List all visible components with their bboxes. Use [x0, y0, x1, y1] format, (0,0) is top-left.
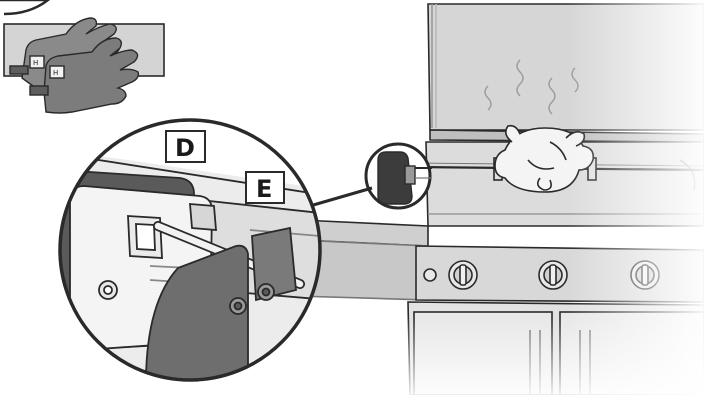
gloves-icon [9, 17, 140, 114]
gloves-panel: H H [0, 0, 165, 114]
glove-marking-back: H [33, 59, 38, 67]
thumb-screw-icon [257, 283, 275, 301]
label-d: D [165, 130, 206, 163]
zoom-callout [58, 118, 322, 382]
fade-bottom [400, 200, 704, 395]
spit-fork-plate [145, 226, 297, 380]
thumb-screw-icon [229, 297, 247, 315]
label-e: E [245, 171, 285, 204]
label-d-text: D [175, 134, 195, 162]
glove-marking: H [53, 69, 58, 77]
label-e-text: E [256, 175, 272, 203]
